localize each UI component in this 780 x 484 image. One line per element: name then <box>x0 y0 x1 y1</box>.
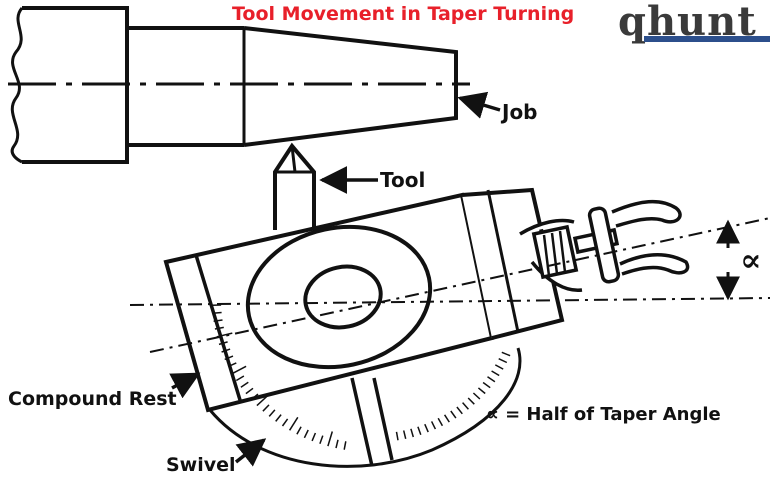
alpha-symbol: ∝ <box>740 241 762 279</box>
swivel-post <box>352 378 392 466</box>
scale-tick <box>213 313 222 314</box>
scale-tick <box>320 436 323 444</box>
scale-tick <box>492 371 500 376</box>
scale-tick <box>404 431 406 439</box>
scale-tick <box>269 410 275 417</box>
logo-bar <box>644 36 770 42</box>
scale-tick <box>290 417 298 430</box>
compound-rest-leader-arrow <box>172 374 198 388</box>
legend-text: ∝ = Half of Taper Angle <box>486 404 721 425</box>
scale-tick <box>304 430 308 438</box>
scale-tick <box>451 411 456 418</box>
scale-tick <box>502 352 510 355</box>
page-title: Tool Movement in Taper Turning <box>232 3 574 25</box>
tool <box>275 146 314 238</box>
scale-tick <box>283 419 288 426</box>
spindle <box>127 28 244 145</box>
swivel-label: Swivel <box>166 454 236 476</box>
scale-tick <box>312 433 315 441</box>
compound-rest-label: Compound Rest <box>8 388 177 410</box>
scale-tick <box>432 421 436 429</box>
scale-tick <box>297 427 301 435</box>
scale-tick <box>438 418 442 426</box>
feed-handle <box>520 202 688 291</box>
scale-tick <box>263 405 269 411</box>
job-leader-arrow <box>460 98 500 110</box>
compound-rest <box>166 190 562 410</box>
scale-tick <box>344 441 346 449</box>
scale-tick <box>276 415 281 422</box>
tapered-job <box>244 28 456 145</box>
scale-tick <box>336 440 338 448</box>
scale-tick <box>463 403 469 410</box>
scale-tick <box>328 432 332 447</box>
scale-tick <box>445 415 450 422</box>
scale-tick <box>411 429 413 437</box>
scale-tick <box>495 365 503 369</box>
brand-logo: qhunt <box>618 6 776 54</box>
scale-tick <box>418 427 421 435</box>
scale-tick <box>483 383 490 388</box>
scale-tick <box>468 398 474 404</box>
scale-tick <box>397 432 399 440</box>
scale-tick <box>499 359 507 363</box>
scale-tick <box>473 393 480 399</box>
tool-label: Tool <box>380 168 425 192</box>
scale-tick <box>457 407 462 414</box>
scale-tick <box>488 377 495 382</box>
job-label: Job <box>500 100 538 124</box>
scale-tick <box>478 388 485 394</box>
scale-tick <box>425 424 428 432</box>
